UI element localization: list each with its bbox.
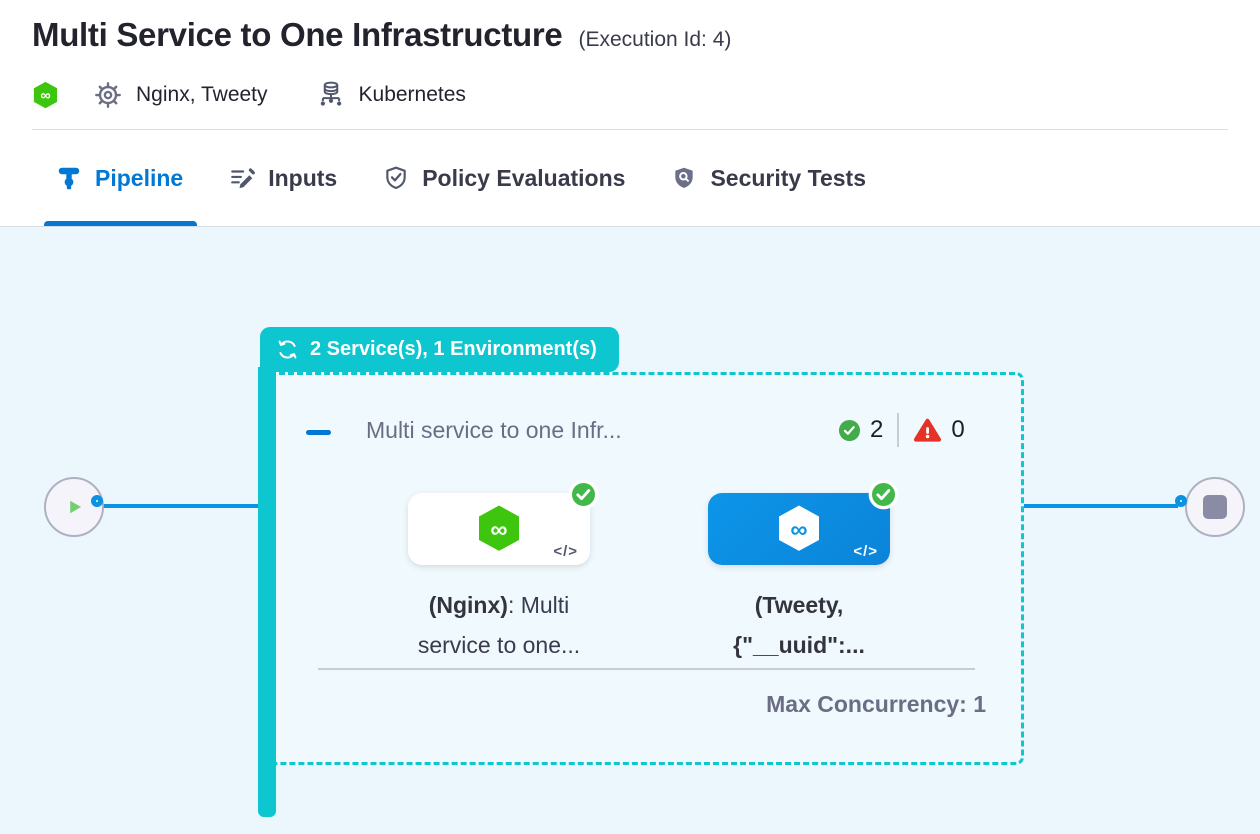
environment-label[interactable]: Kubernetes: [358, 83, 466, 106]
tab-security-tests[interactable]: Security Tests: [671, 130, 866, 226]
play-icon: [70, 500, 82, 514]
services-label[interactable]: Nginx, Tweety: [136, 83, 268, 106]
pipeline-start-node[interactable]: [44, 477, 104, 537]
matrix-group-badge[interactable]: 2 Service(s), 1 Environment(s): [260, 327, 619, 372]
svg-text:∞: ∞: [490, 516, 507, 543]
svg-text:∞: ∞: [790, 516, 807, 543]
start-node-port: [91, 495, 103, 507]
stage-status-counts: 2 0: [838, 413, 965, 447]
group-badge-label: 2 Service(s), 1 Environment(s): [310, 338, 597, 360]
code-icon: </>: [853, 543, 878, 560]
inputs-icon: [231, 168, 256, 189]
pipeline-end-node[interactable]: [1185, 477, 1245, 537]
failed-count-icon: [914, 418, 942, 442]
execution-id: (Execution Id: 4): [578, 28, 732, 51]
tab-label: Security Tests: [710, 164, 866, 191]
edge-start-to-stage: [100, 504, 262, 508]
gear-icon: [95, 82, 121, 108]
security-tests-icon: [675, 167, 694, 188]
service-node-label[interactable]: (Tweety, {"__uuid":...: [699, 585, 899, 665]
stage-group-boundary[interactable]: [262, 372, 1024, 765]
success-badge-icon: [568, 479, 599, 510]
success-badge-icon: [868, 479, 899, 510]
tab-label: Inputs: [268, 164, 338, 191]
counts-divider: [897, 413, 900, 447]
service-name-rest: : Multi service to one...: [417, 592, 581, 658]
service-node-nginx[interactable]: ∞ </>: [408, 479, 599, 565]
service-node-label[interactable]: (Nginx): Multi service to one...: [399, 585, 599, 665]
success-count-icon: [838, 419, 861, 441]
tab-bar: Pipeline Inputs Policy Evaluations: [0, 130, 1260, 227]
tab-inputs[interactable]: Inputs: [229, 130, 337, 226]
tab-label: Pipeline: [95, 164, 184, 191]
service-node-tweety[interactable]: ∞ </>: [708, 479, 899, 565]
service-name: (Tweety, {"__uuid":...: [733, 592, 865, 658]
max-concurrency-label: Max Concurrency: 1: [766, 691, 986, 717]
end-node-port: [1175, 495, 1187, 507]
code-icon: </>: [553, 543, 578, 560]
harness-service-icon: ∞: [779, 505, 819, 551]
pipeline-icon: [58, 167, 80, 190]
header-divider: [32, 129, 1228, 130]
harness-service-icon: ∞: [33, 81, 58, 108]
svg-text:∞: ∞: [40, 88, 50, 104]
harness-service-icon: ∞: [479, 505, 519, 551]
stop-icon: [1203, 495, 1227, 519]
loop-icon: [278, 340, 297, 359]
tab-pipeline[interactable]: Pipeline: [44, 130, 198, 226]
group-left-bar: [258, 367, 276, 817]
failed-count: 0: [951, 416, 965, 443]
service-name: (Nginx): [428, 592, 508, 618]
edge-stage-to-end: [1024, 504, 1178, 508]
stage-name[interactable]: Multi service to one Infr...: [366, 417, 622, 443]
policy-evaluations-icon: [386, 166, 406, 190]
active-tab-indicator: [44, 221, 198, 226]
stage-footer-divider: [318, 668, 975, 670]
title-row: Multi Service to One Infrastructure (Exe…: [32, 16, 1228, 54]
pipeline-canvas[interactable]: 2 Service(s), 1 Environment(s) Multi ser…: [0, 227, 1260, 834]
execution-header: Multi Service to One Infrastructure (Exe…: [0, 0, 1260, 130]
tab-label: Policy Evaluations: [422, 164, 626, 191]
page-title: Multi Service to One Infrastructure: [32, 16, 563, 53]
success-count: 2: [870, 416, 884, 443]
tab-policy-evaluations[interactable]: Policy Evaluations: [383, 130, 625, 226]
execution-meta-row: ∞ Nginx, Tweety: [32, 78, 1228, 112]
collapse-stage-icon[interactable]: [306, 430, 331, 435]
infrastructure-icon: [320, 81, 341, 106]
